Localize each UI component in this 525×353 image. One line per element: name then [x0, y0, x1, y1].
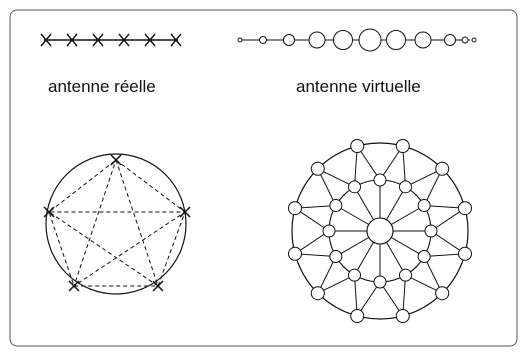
- virtual-element-circle: [414, 31, 432, 49]
- outer-node-circle: [287, 246, 302, 261]
- outer-node-circle: [350, 138, 365, 153]
- middle-node-circle: [348, 268, 361, 282]
- middle-node-circle: [424, 224, 438, 238]
- x-mark-icon: [118, 33, 130, 47]
- outer-node-circle: [458, 201, 473, 216]
- array-circle: [45, 153, 187, 295]
- label-virtual-antenna: antenne virtuelle: [296, 77, 421, 96]
- outer-node-circle: [310, 161, 325, 176]
- real-linear-array: [40, 33, 182, 47]
- outer-node-circle: [435, 286, 450, 301]
- x-mark-icon: [152, 280, 164, 292]
- outer-node-circle: [395, 309, 410, 324]
- middle-node-circle: [373, 173, 387, 187]
- dashed-connections: [47, 158, 187, 288]
- middle-node-circle: [348, 180, 361, 194]
- x-mark-icon: [92, 33, 104, 47]
- virtual-element-circle: [283, 34, 295, 46]
- middle-node-circle: [399, 268, 412, 282]
- outer-node-circle: [350, 309, 365, 324]
- virtual-element-circle: [461, 36, 469, 44]
- virtual-element-circle: [308, 31, 326, 49]
- virtual-element-circle: [471, 37, 477, 43]
- x-mark-icon: [110, 154, 122, 166]
- outer-node-circle: [458, 246, 473, 261]
- x-mark-icon: [40, 33, 52, 47]
- middle-node-circle: [373, 275, 387, 289]
- x-mark-icon: [170, 33, 182, 47]
- middle-node-circle: [399, 180, 412, 194]
- virtual-linear-array: [237, 28, 477, 52]
- x-mark-icon: [68, 280, 80, 292]
- middle-node-circle: [329, 199, 343, 212]
- outer-node-circle: [435, 161, 450, 176]
- virtual-circular-array: [287, 138, 473, 324]
- outer-node-circle: [287, 201, 302, 216]
- real-circular-array: [43, 153, 191, 295]
- outer-ring: [291, 142, 469, 320]
- label-real-antenna: antenne réelle: [48, 77, 156, 96]
- middle-node-circle: [329, 250, 343, 263]
- x-mark-icon: [43, 206, 55, 218]
- virtual-element-circle: [444, 34, 456, 46]
- middle-node-circle: [322, 224, 336, 238]
- virtual-element-circle: [333, 30, 353, 50]
- x-mark-icon: [179, 206, 191, 218]
- middle-node-circle: [417, 250, 431, 263]
- x-mark-icon: [66, 33, 78, 47]
- diagram-frame: [9, 9, 518, 347]
- outer-node-circle: [395, 138, 410, 153]
- middle-node-circle: [417, 199, 431, 212]
- virtual-element-circle: [386, 30, 406, 50]
- center-node-circle: [366, 217, 394, 245]
- virtual-element-circle: [237, 37, 243, 43]
- outer-node-circle: [310, 286, 325, 301]
- virtual-element-circle: [358, 28, 382, 52]
- virtual-element-circle: [259, 36, 267, 44]
- x-mark-icon: [144, 33, 156, 47]
